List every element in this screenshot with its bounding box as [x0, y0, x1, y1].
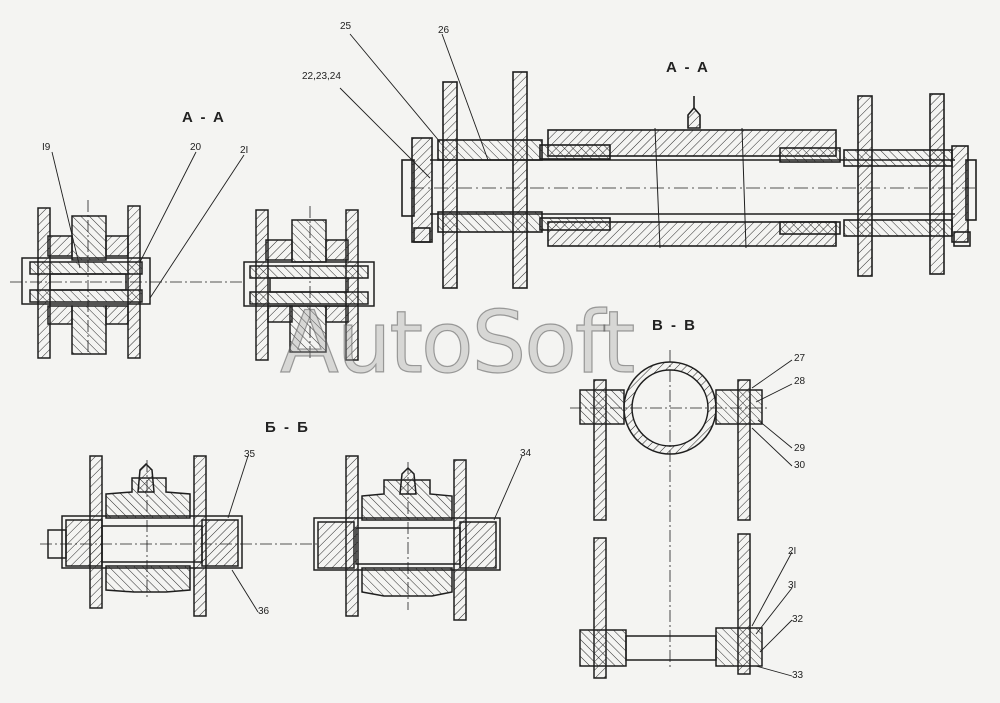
pin-joint-aa-right: [243, 206, 375, 361]
section-label-aa-left: A - A: [182, 109, 226, 126]
axle-assembly-long: [401, 71, 977, 289]
leader-lines: [51, 33, 793, 677]
callout-26: 26: [438, 25, 450, 36]
hinge-bb-left: [40, 455, 320, 617]
callout-32: 32: [792, 614, 804, 625]
callout-33: 33: [792, 670, 804, 681]
pin-joint-aa-left: [10, 200, 245, 359]
hinge-bb-right: [313, 455, 501, 621]
callout-28: 28: [794, 376, 806, 387]
callout-22-23-24: 22,23,24: [302, 71, 341, 82]
callout-20: 20: [190, 142, 202, 153]
callout-30: 30: [794, 460, 806, 471]
callout-21-bottom: 2I: [788, 546, 797, 557]
callout-36: 36: [258, 606, 270, 617]
section-label-bb: Б - Б: [265, 419, 310, 436]
callout-35: 35: [244, 449, 256, 460]
callout-29: 29: [794, 443, 806, 454]
clamp-vv: [570, 350, 770, 679]
watermark: AutoSoft: [279, 293, 636, 393]
callout-34: 34: [520, 448, 532, 459]
section-label-vv: В - В: [652, 317, 697, 334]
callout-25: 25: [340, 21, 352, 32]
callout-21-top: 2I: [240, 145, 249, 156]
callout-19: I9: [42, 142, 51, 153]
callout-27: 27: [794, 353, 806, 364]
section-label-aa-right: A - A: [666, 59, 710, 76]
callout-31: 3I: [788, 580, 797, 591]
